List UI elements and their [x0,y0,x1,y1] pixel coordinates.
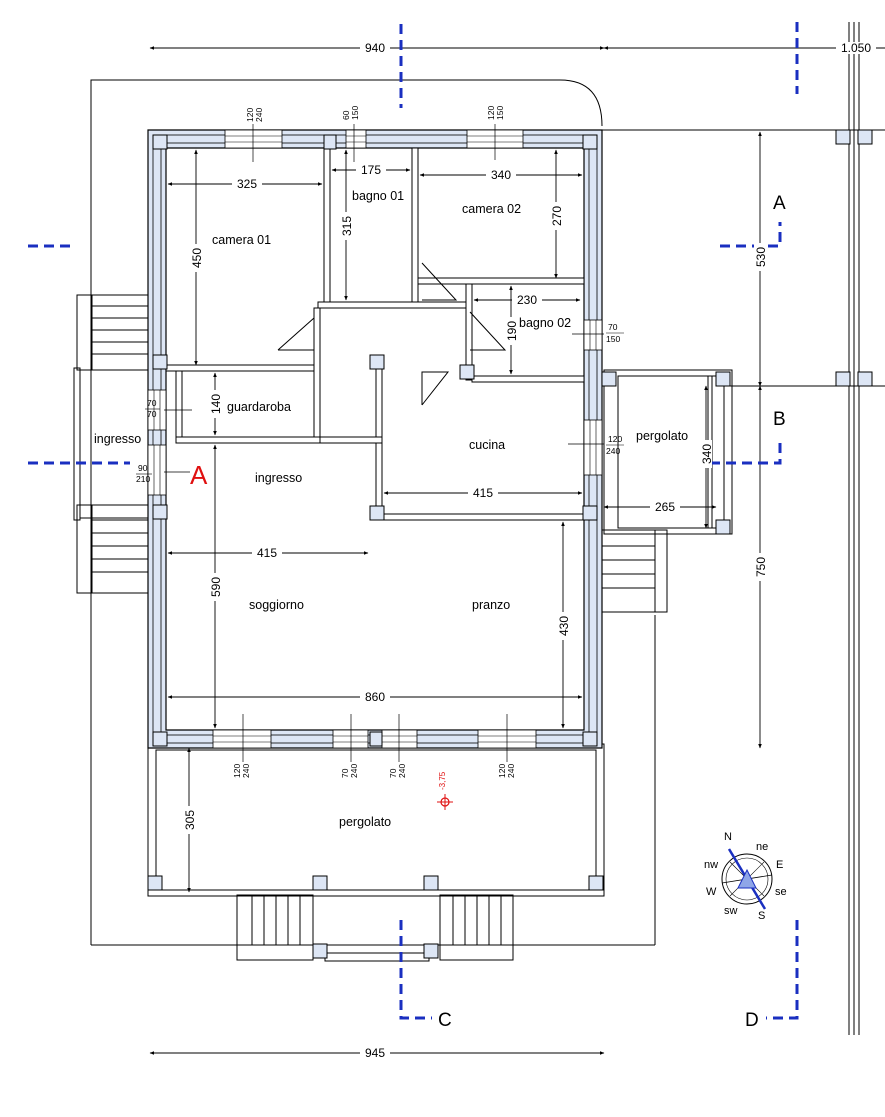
compass-nw: nw [704,859,718,871]
section-label-d: D [745,1010,759,1031]
room-guardaroba: guardaroba [227,400,291,414]
room-pergolato-bottom: pergolato [339,815,391,829]
dim-bagno01-height: 315 [340,216,354,236]
opening-top-left-h: 240 [254,108,264,122]
opening-bottom-4-w: 120 [497,764,507,778]
opening-door-ingresso-h: 210 [136,474,150,484]
opening-bottom-2-w: 70 [340,768,350,778]
room-camera-02: camera 02 [462,202,521,216]
opening-cucina-w: 120 [608,434,622,444]
section-label-b: B [773,409,786,430]
dim-camera01-width: 325 [237,177,257,191]
opening-bottom-1-h: 240 [241,764,251,778]
opening-top-bagno-w: 60 [341,110,351,120]
room-bagno-02: bagno 02 [519,316,571,330]
opening-door-ingresso-w: 90 [138,463,148,473]
dim-pranzo-height: 430 [557,616,571,636]
opening-top-right-w: 120 [486,106,496,120]
dim-top-right: 1.050 [841,41,871,55]
opening-top-left-w: 120 [245,108,255,122]
dim-bagno02-height: 190 [505,321,519,341]
dim-cucina-width: 415 [473,486,493,500]
opening-top-bagno-h: 150 [350,106,360,120]
opening-bottom-2-h: 240 [349,764,359,778]
bottom-steps [236,894,514,962]
compass-s: S [758,910,765,922]
road-lines [848,22,860,1035]
columns [147,129,873,959]
level-marker [437,794,453,810]
opening-bottom-4-h: 240 [506,764,516,778]
compass-n: N [724,831,732,843]
opening-bottom-3-w: 70 [388,768,398,778]
compass-ne: ne [756,841,768,853]
dim-label-backgrounds [232,42,876,1059]
room-bagno-01: bagno 01 [352,189,404,203]
room-ingresso-exterior: ingresso [94,432,141,446]
opening-top-right-h: 150 [495,106,505,120]
section-label-a-left: A [190,460,208,490]
dim-bottom-overall: 945 [365,1046,385,1060]
dim-camera02-width: 340 [491,168,511,182]
room-soggiorno: soggiorno [249,598,304,612]
opening-bagno02-w: 70 [608,322,618,332]
room-ingresso: ingresso [255,471,302,485]
opening-bagno02-h: 150 [606,334,620,344]
room-cucina: cucina [469,438,505,452]
compass-rose [721,848,773,910]
opening-bottom-1-w: 120 [232,764,242,778]
dim-camera02-height: 270 [550,206,564,226]
compass-se: se [775,886,787,898]
compass-e: E [776,859,783,871]
room-camera-01: camera 01 [212,233,271,247]
dim-label-backgrounds-vertical [183,202,766,834]
interior-walls [165,147,585,521]
exterior-walls [147,129,603,749]
dim-right-upper: 530 [754,247,768,267]
dim-right-lower: 750 [754,557,768,577]
opening-bottom-3-h: 240 [397,764,407,778]
compass-w: W [706,886,717,898]
dim-pergolato-right-height: 340 [700,444,714,464]
dim-top-overall: 940 [365,41,385,55]
opening-guardaroba-w: 70 [147,398,157,408]
dim-pergolato-right-width: 265 [655,500,675,514]
window-openings [147,129,603,749]
leader-lines [164,124,604,762]
left-entrance-steps [73,294,151,594]
section-label-c: C [438,1010,452,1031]
dim-soggiorno-height: 590 [209,577,223,597]
section-lines [28,22,799,1020]
dim-bagno01-width: 175 [361,163,381,177]
opening-cucina-h: 240 [606,446,620,456]
room-pergolato-right: pergolato [636,429,688,443]
level-label: -3,75 [438,771,447,790]
section-label-a-right: A [773,193,786,214]
opening-guardaroba-h: 70 [147,409,157,419]
internal-stairs [277,262,507,406]
dim-bagno02-width: 230 [517,293,537,307]
dim-ingresso-width: 415 [257,546,277,560]
dim-guardaroba-height: 140 [209,394,223,414]
compass-sw: sw [724,905,738,917]
site-outline [90,79,885,946]
right-steps [601,529,668,613]
room-pranzo: pranzo [472,598,510,612]
dim-camera01-height: 450 [190,248,204,268]
dim-interior-width: 860 [365,690,385,704]
dim-pergolato-bottom-depth: 305 [183,810,197,830]
